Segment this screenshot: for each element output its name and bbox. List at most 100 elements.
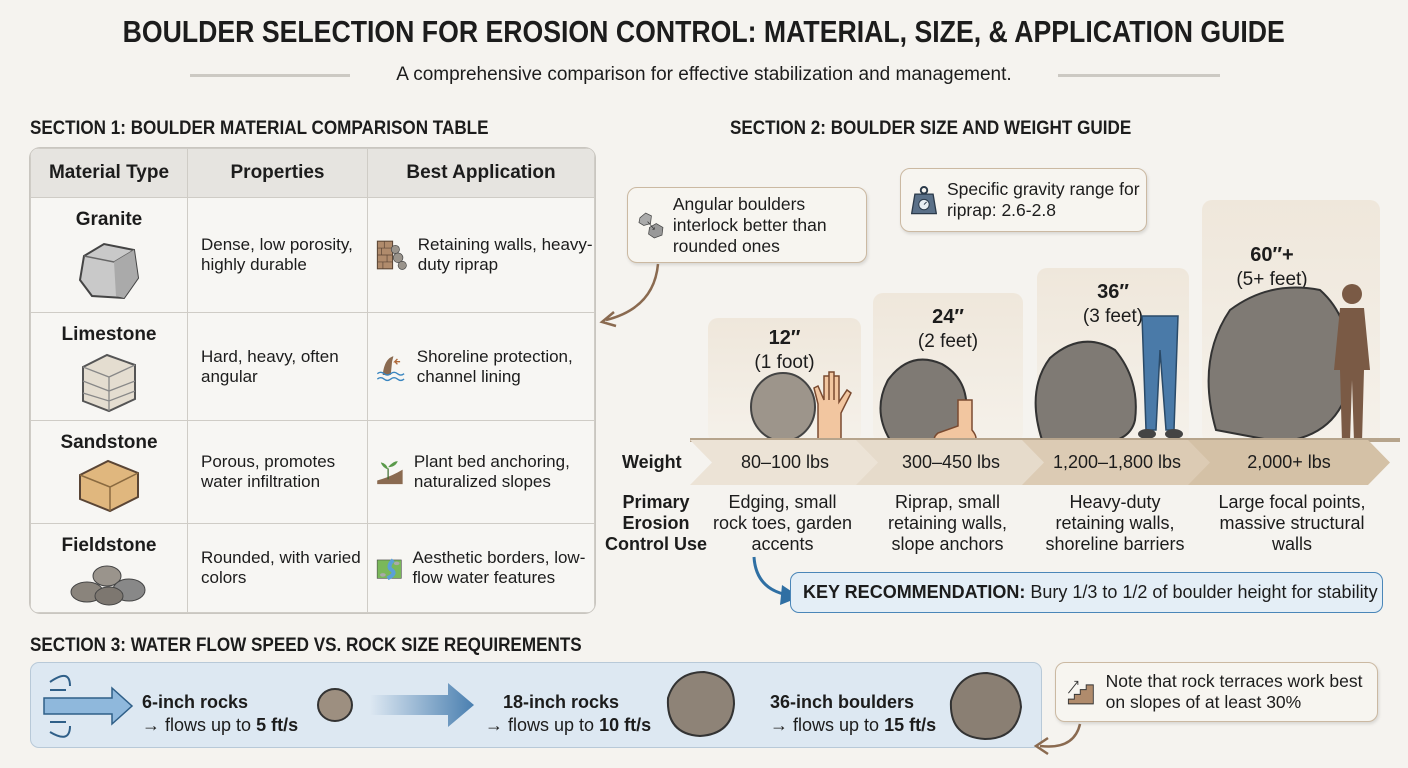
boulder-illustrations <box>690 284 1400 445</box>
divider <box>190 74 350 77</box>
divider <box>1058 74 1220 77</box>
rock-size: 36-inch boulders <box>770 692 915 712</box>
properties-cell: Porous, promotes water infiltration <box>187 420 368 524</box>
section1-heading: SECTION 1: BOULDER MATERIAL COMPARISON T… <box>30 118 489 139</box>
application-cell: Plant bed anchoring, naturalized slopes <box>367 420 595 524</box>
material-name: Granite <box>75 209 143 230</box>
size-label: 12″ (1 foot) <box>708 326 861 375</box>
size-label: 60″+ (5+ feet) <box>1202 243 1342 292</box>
column-header: Best Application <box>367 148 595 198</box>
curved-arrow-icon <box>599 263 660 328</box>
rock-size: 6-inch rocks <box>142 692 249 712</box>
size-feet: (1 foot) <box>754 352 815 373</box>
angular-note-text: Angular boulders interlock better than r… <box>672 193 827 256</box>
terrace-note-text: Note that rock terraces work best on slo… <box>1105 671 1363 712</box>
size-feet: (3 feet) <box>1082 306 1144 327</box>
table-row: Fieldstone Rounded, with varied colors A… <box>30 523 595 613</box>
size-feet: (5+ feet) <box>1236 269 1308 290</box>
stream-icon <box>376 558 402 581</box>
use-text: Large focal points, massive structural w… <box>1218 492 1366 554</box>
application-cell: Shoreline protection, channel lining <box>367 312 595 421</box>
properties-cell: Hard, heavy, often angular <box>187 312 368 421</box>
application-cell: Retaining walls, heavy-duty riprap <box>367 197 595 313</box>
section2-heading: SECTION 2: BOULDER SIZE AND WEIGHT GUIDE <box>730 118 1132 139</box>
use-text: Riprap, small retaining walls, slope anc… <box>887 492 1008 554</box>
rock-18-icon <box>666 670 736 738</box>
flow-prefix: → flows up to <box>770 715 880 735</box>
material-cell: Granite <box>30 197 188 313</box>
plant-slope-icon <box>377 461 403 485</box>
weight-band: 2,000+ lbs <box>1188 440 1390 485</box>
size-inches: 24″ <box>932 306 964 328</box>
use-text: Edging, small rock toes, garden accents <box>712 492 853 554</box>
flow-item: 36-inch boulders → flows up to 15 ft/s <box>770 691 936 737</box>
column-header: Properties <box>187 148 368 198</box>
key-recommendation: KEY RECOMMENDATION: Bury 1/3 to 1/2 of b… <box>790 572 1383 613</box>
flow-prefix: → flows up to <box>142 715 252 735</box>
application-text: Retaining walls, heavy-duty riprap <box>417 235 593 274</box>
flow-speed: 15 ft/s <box>884 715 937 735</box>
subtitle: A comprehensive comparison for effective… <box>396 64 1012 85</box>
material-name: Limestone <box>61 324 157 345</box>
size-inches: 12″ <box>768 327 801 349</box>
angular-note-callout: Angular boulders interlock better than r… <box>627 187 867 263</box>
use-label: Primary Erosion Control Use <box>604 492 707 554</box>
gravity-note-callout: Specific gravity range for riprap: 2.6-2… <box>900 168 1147 232</box>
boulder-36-icon <box>1034 340 1137 445</box>
limestone-icon <box>82 353 136 413</box>
curved-arrow-icon <box>1033 723 1082 756</box>
material-name: Sandstone <box>60 432 158 453</box>
material-cell: Limestone <box>30 312 188 421</box>
weight-scale-icon <box>911 186 937 215</box>
material-table: Material Type Properties Best Applicatio… <box>30 148 595 613</box>
fieldstone-icon <box>70 565 146 606</box>
application-cell: Aesthetic borders, low-flow water featur… <box>367 523 595 613</box>
person-icon <box>1334 284 1370 442</box>
granite-icon <box>78 242 140 300</box>
size-inches: 36″ <box>1097 281 1129 303</box>
terrace-stairs-icon <box>1067 680 1094 705</box>
column-header: Material Type <box>30 148 188 198</box>
rock-6-icon <box>317 688 353 722</box>
application-text: Shoreline protection, channel lining <box>416 346 573 386</box>
weight-value: 1,200–1,800 lbs <box>1052 452 1182 472</box>
size-label: 24″ (2 feet) <box>873 305 1023 354</box>
flow-item: 6-inch rocks → flows up to 5 ft/s <box>142 691 298 737</box>
use-text: Heavy-duty retaining walls, shoreline ba… <box>1045 492 1185 554</box>
boulder-36-flow-icon <box>949 671 1023 741</box>
terrace-note-callout: Note that rock terraces work best on slo… <box>1055 662 1378 722</box>
legs-icon <box>1138 315 1183 439</box>
weight-value: 2,000+ lbs <box>1247 452 1331 472</box>
flow-prefix: → flows up to <box>485 715 595 735</box>
weight-value: 300–450 lbs <box>901 452 1001 472</box>
flow-item: 18-inch rocks→ flows up to 10 ft/s <box>485 691 651 737</box>
material-name: Fieldstone <box>61 535 157 556</box>
sandstone-icon <box>79 459 139 513</box>
boulder-60-icon <box>1207 286 1352 444</box>
application-text: Aesthetic borders, low-flow water featur… <box>412 548 586 587</box>
key-label: KEY RECOMMENDATION: <box>803 582 1026 602</box>
key-text: Bury 1/3 to 1/2 of boulder height for st… <box>1030 582 1378 602</box>
size-feet: (2 feet) <box>917 331 979 352</box>
size-inches: 60″+ <box>1250 244 1294 266</box>
table-row: Sandstone Porous, promotes water infiltr… <box>30 420 595 524</box>
section3-heading: SECTION 3: WATER FLOW SPEED VS. ROCK SIZ… <box>30 635 582 656</box>
boulder-12-icon <box>750 372 816 442</box>
arrow-right-icon <box>370 683 474 727</box>
water-flow-icon <box>43 675 134 738</box>
hand-icon <box>813 371 852 441</box>
weight-label: Weight <box>622 452 682 472</box>
table-row: Limestone Hard, heavy, often angular Sho… <box>30 312 595 421</box>
shoreline-wave-icon <box>376 355 405 381</box>
weight-band: 80–100 lbs <box>690 440 880 485</box>
properties-cell: Dense, low porosity, highly durable <box>187 197 368 313</box>
material-cell: Sandstone <box>30 420 188 524</box>
weight-value: 80–100 lbs <box>740 452 830 472</box>
flow-panel <box>30 662 1042 748</box>
table-header: Material Type Properties Best Applicatio… <box>30 148 595 198</box>
flow-speed: 5 ft/s <box>256 715 299 735</box>
gravity-note-text: Specific gravity range for riprap: 2.6-2… <box>946 179 1140 220</box>
rock-size: 18-inch rocks <box>503 692 620 712</box>
interlocking-rocks-icon <box>638 212 664 239</box>
weight-band: 300–450 lbs <box>856 440 1046 485</box>
